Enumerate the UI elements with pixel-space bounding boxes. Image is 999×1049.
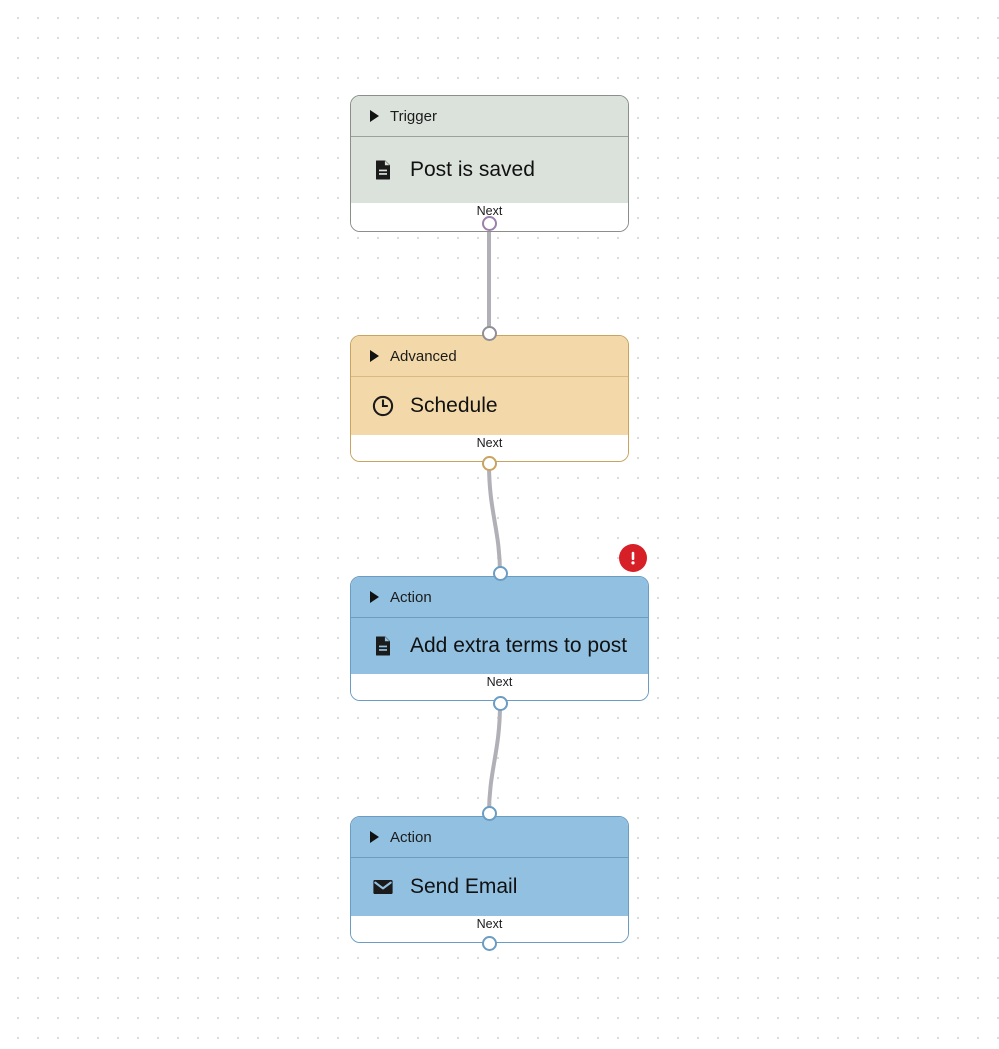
node-footer-label: Next bbox=[486, 675, 513, 689]
node-body-action[interactable]: Add extra terms to post bbox=[351, 618, 648, 674]
port-in-action-send-email[interactable] bbox=[482, 806, 497, 821]
document-icon bbox=[370, 633, 396, 659]
node-title: Send Email bbox=[410, 875, 518, 898]
node-body-advanced[interactable]: Schedule bbox=[351, 377, 628, 435]
node-footer-next[interactable]: Next bbox=[351, 674, 648, 700]
node-trigger-post-is-saved[interactable]: Trigger Post is saved Next bbox=[350, 95, 629, 232]
port-in-advanced-schedule[interactable] bbox=[482, 326, 497, 341]
port-out-trigger-post-is-saved[interactable] bbox=[482, 216, 497, 231]
node-category-label: Trigger bbox=[390, 107, 437, 125]
caret-right-icon[interactable] bbox=[370, 350, 379, 362]
node-category-label: Advanced bbox=[390, 347, 457, 365]
port-in-action-add-extra-terms-to-post[interactable] bbox=[493, 566, 508, 581]
caret-right-icon[interactable] bbox=[370, 110, 379, 122]
port-out-action-add-extra-terms-to-post[interactable] bbox=[493, 696, 508, 711]
caret-right-icon[interactable] bbox=[370, 831, 379, 843]
node-header-action[interactable]: Action bbox=[351, 817, 628, 858]
caret-right-icon[interactable] bbox=[370, 591, 379, 603]
clock-icon bbox=[370, 393, 396, 419]
node-header-action[interactable]: Action bbox=[351, 577, 648, 618]
node-advanced-schedule[interactable]: Advanced Schedule Next bbox=[350, 335, 629, 462]
error-badge-action-add-extra-terms-to-post[interactable] bbox=[619, 544, 647, 572]
node-body-trigger[interactable]: Post is saved bbox=[351, 137, 628, 203]
node-action-add-extra-terms-to-post[interactable]: Action Add extra terms to post Next bbox=[350, 576, 649, 701]
port-out-advanced-schedule[interactable] bbox=[482, 456, 497, 471]
document-icon bbox=[370, 157, 396, 183]
exclamation-icon bbox=[631, 551, 635, 565]
node-title: Post is saved bbox=[410, 158, 535, 181]
port-out-action-send-email[interactable] bbox=[482, 936, 497, 951]
envelope-icon bbox=[370, 874, 396, 900]
node-action-send-email[interactable]: Action Send Email Next bbox=[350, 816, 629, 943]
node-footer-label: Next bbox=[476, 917, 503, 931]
node-header-advanced[interactable]: Advanced bbox=[351, 336, 628, 377]
node-category-label: Action bbox=[390, 828, 432, 846]
edge-action-terms-to-send-email bbox=[487, 702, 502, 816]
node-footer-label: Next bbox=[476, 436, 503, 450]
edge-advanced-to-action-terms bbox=[487, 462, 502, 576]
node-title: Schedule bbox=[410, 394, 498, 417]
node-title: Add extra terms to post bbox=[410, 634, 628, 657]
node-body-action[interactable]: Send Email bbox=[351, 858, 628, 916]
node-category-label: Action bbox=[390, 588, 432, 606]
node-footer-label: Next bbox=[476, 204, 503, 218]
node-header-trigger[interactable]: Trigger bbox=[351, 96, 628, 137]
